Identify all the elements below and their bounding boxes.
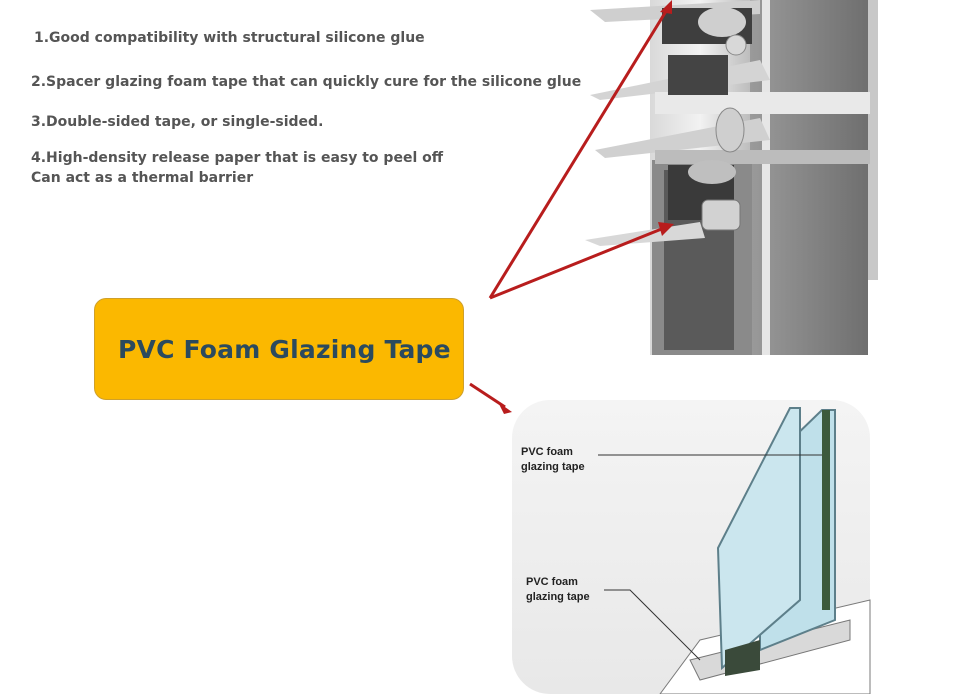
product-callout: PVC Foam Glazing Tape	[94, 298, 464, 400]
detail-label-bottom-line1: PVC foam	[526, 576, 578, 588]
window-detail-illustration	[512, 400, 871, 694]
detail-label-bottom: PVC foam glazing tape	[526, 575, 590, 605]
feature-item-1: 1.Good compatibility with structural sil…	[34, 30, 425, 46]
detail-label-top-line1: PVC foam	[521, 446, 573, 458]
detail-label-top-line2: glazing tape	[521, 461, 585, 473]
detail-label-bottom-line2: glazing tape	[526, 591, 590, 603]
glazing-tape-pieces	[662, 7, 752, 231]
product-name: PVC Foam Glazing Tape	[118, 334, 451, 364]
callout-arrows	[469, 0, 674, 414]
feature-item-3: 3.Double-sided tape, or single-sided.	[31, 114, 324, 130]
feature-item-2: 2.Spacer glazing foam tape that can quic…	[31, 74, 582, 90]
feature-item-4: 4.High-density release paper that is eas…	[31, 150, 444, 166]
detail-label-top: PVC foam glazing tape	[521, 445, 585, 475]
transom-fins	[585, 0, 870, 246]
feature-item-4-continued: Can act as a thermal barrier	[31, 170, 254, 186]
